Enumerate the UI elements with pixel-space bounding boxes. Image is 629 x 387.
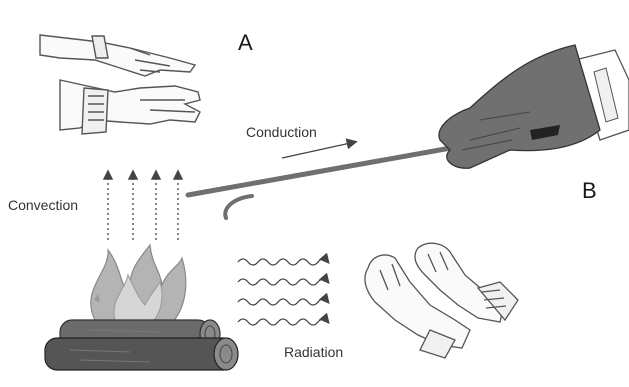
hands-radiation-illustration: [365, 243, 518, 358]
convection-label: Convection: [8, 197, 78, 213]
radiation-label: Radiation: [284, 344, 343, 360]
gloved-hand-illustration: [439, 45, 629, 168]
label-a: A: [238, 30, 253, 56]
campfire-illustration: [45, 245, 238, 370]
conduction-arrow: [282, 142, 355, 158]
convection-arrows: [108, 172, 178, 240]
log-front: [45, 338, 235, 370]
conduction-label: Conduction: [246, 124, 317, 140]
poker-rod: [188, 146, 462, 218]
label-b: B: [582, 178, 597, 204]
hands-over-fire-illustration: [40, 35, 200, 134]
radiation-waves: [238, 259, 328, 325]
